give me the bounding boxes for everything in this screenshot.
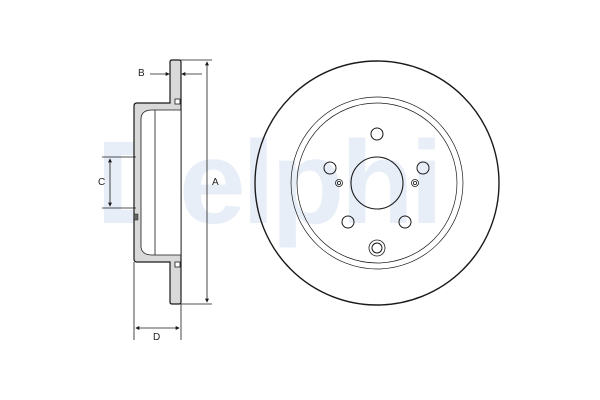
locating-hole: [335, 179, 343, 187]
front-view: [254, 60, 500, 306]
hat-ring-inner: [296, 102, 458, 264]
dimension-label-d: D: [153, 332, 161, 343]
bolt-hole: [341, 215, 355, 229]
outer-rim: [254, 60, 500, 306]
side-section-view: [133, 59, 182, 305]
bolt-hole: [323, 161, 337, 175]
dimension-lines: [102, 59, 212, 340]
bolt-hole: [370, 127, 384, 141]
centre-bore: [350, 156, 404, 210]
dimension-label-b: B: [138, 68, 145, 79]
hat-ring-outer: [290, 96, 464, 270]
dimension-label-a: A: [212, 177, 219, 188]
dimension-label-c: C: [98, 177, 106, 188]
retaining-screw-hole: [368, 239, 386, 257]
bolt-hole: [398, 215, 412, 229]
bolt-hole: [416, 161, 430, 175]
locating-hole: [411, 179, 419, 187]
